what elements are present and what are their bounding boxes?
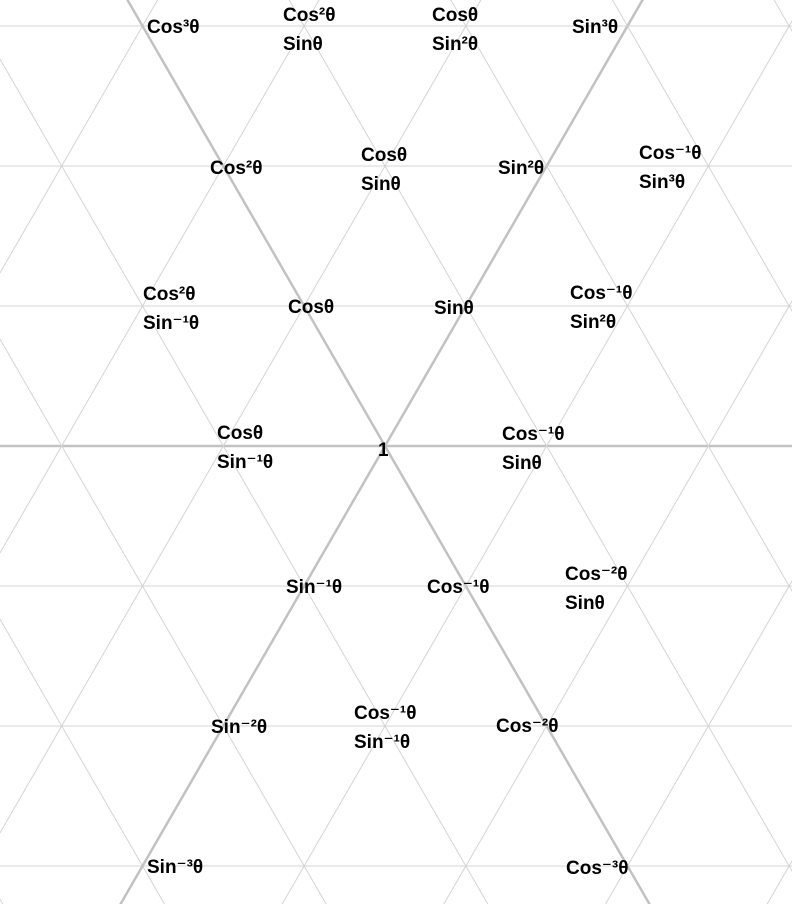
diagonal-grid-line-b — [443, 300, 792, 904]
diagonal-grid-line-a — [288, 0, 792, 872]
diagonal-grid-line-a — [773, 0, 792, 32]
diagonal-grid-line-a — [450, 0, 792, 592]
cell-cosinv2: Cos⁻²θ — [496, 716, 559, 737]
diagonal-grid-line-b — [281, 20, 792, 904]
diagonal-grid-line-b — [766, 860, 792, 904]
cell-cos3: Cos³θ — [147, 17, 200, 38]
center-label: 1 — [378, 440, 389, 461]
diagonal-grid-line-a — [611, 0, 792, 312]
diagonal-axis-line-a — [126, 0, 651, 904]
cell-sininv1: Sin⁻¹θ — [286, 577, 343, 598]
diagonal-axis-line-b — [119, 0, 644, 904]
diagonal-grid-line-b — [0, 0, 320, 554]
diagonal-grid-line-b — [604, 580, 792, 904]
diagonal-grid-line-b — [0, 0, 482, 834]
diagonal-grid-line-a — [0, 338, 327, 904]
cell-sin3: Sin³θ — [572, 17, 619, 38]
diagonal-grid-line-b — [0, 0, 159, 274]
cell-cos: Cosθ — [288, 297, 335, 318]
diagonal-grid-line-a — [0, 898, 4, 904]
diagonal-grid-line-a — [0, 618, 166, 904]
cell-cosinv1: Cos⁻¹θ — [427, 577, 490, 598]
cell-sininv3: Sin⁻³θ — [147, 857, 204, 878]
diagonal-grid-line-b — [0, 0, 2, 904]
cell-cos2: Cos²θ — [210, 158, 263, 179]
diagonal-grid-line-a — [0, 58, 489, 904]
cell-sin2: Sin²θ — [498, 158, 545, 179]
cell-sin: Sinθ — [434, 298, 474, 319]
cell-sininv2: Sin⁻²θ — [211, 717, 268, 738]
cell-cosinv3: Cos⁻³θ — [566, 858, 629, 879]
